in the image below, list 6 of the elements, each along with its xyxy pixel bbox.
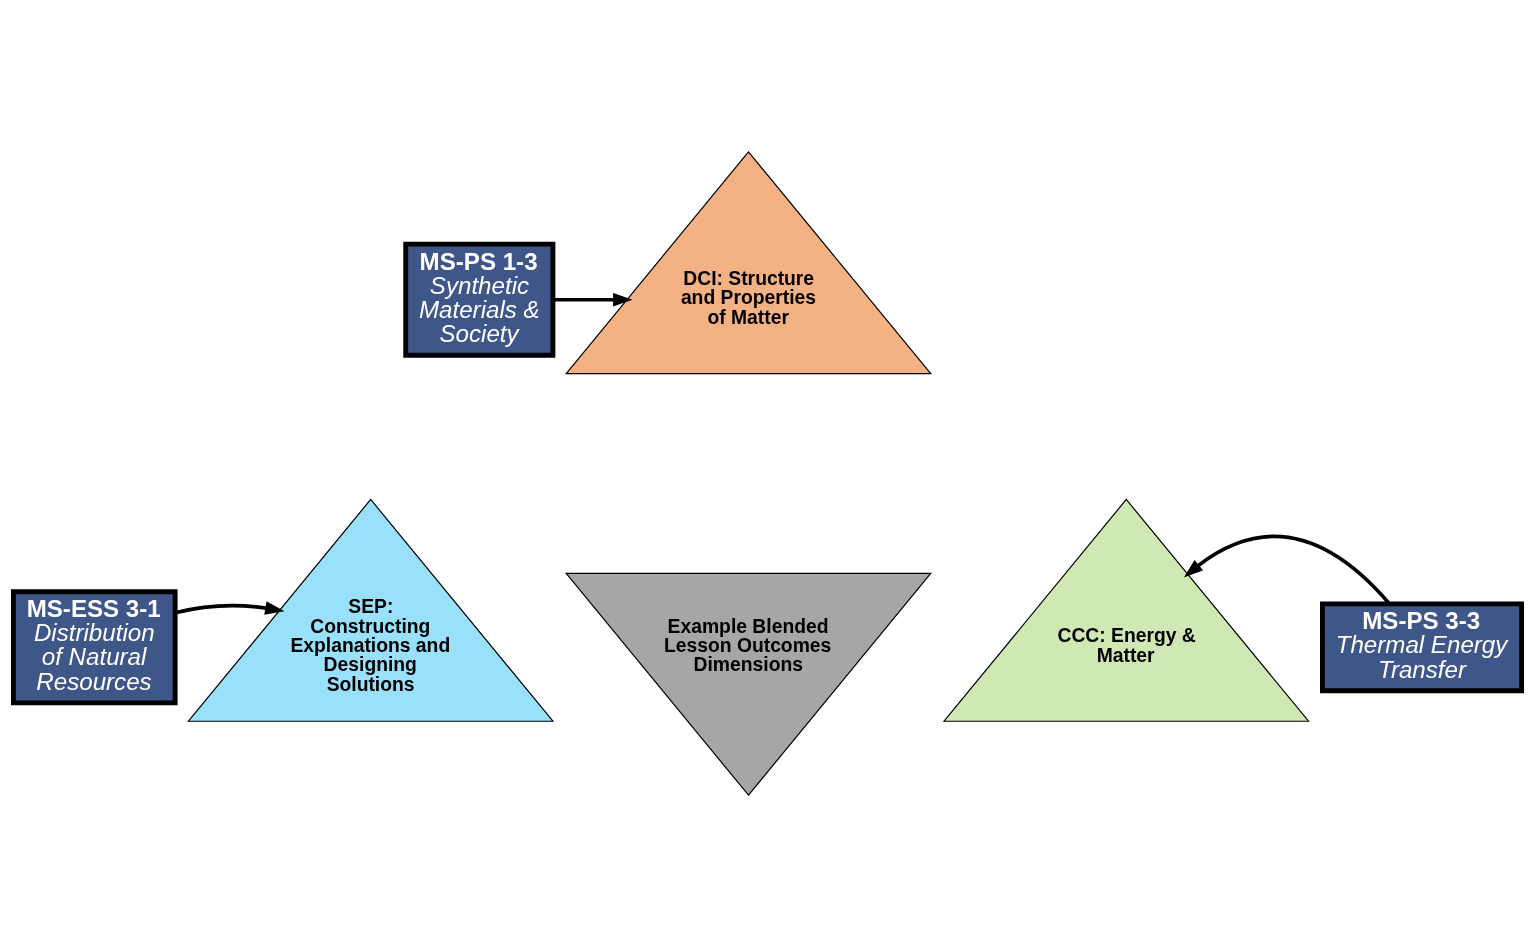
arrow (1183, 534, 1391, 605)
arrow (553, 292, 633, 306)
node-box: MS-ESS 3-1 Distribution of Natural Resources (11, 588, 178, 705)
arrow (174, 600, 285, 615)
node-box: MS-PS 3-3 Thermal Energy Transfer (1320, 600, 1524, 693)
node-box: MS-PS 1-3 Synthetic Materials & Society (403, 241, 556, 358)
